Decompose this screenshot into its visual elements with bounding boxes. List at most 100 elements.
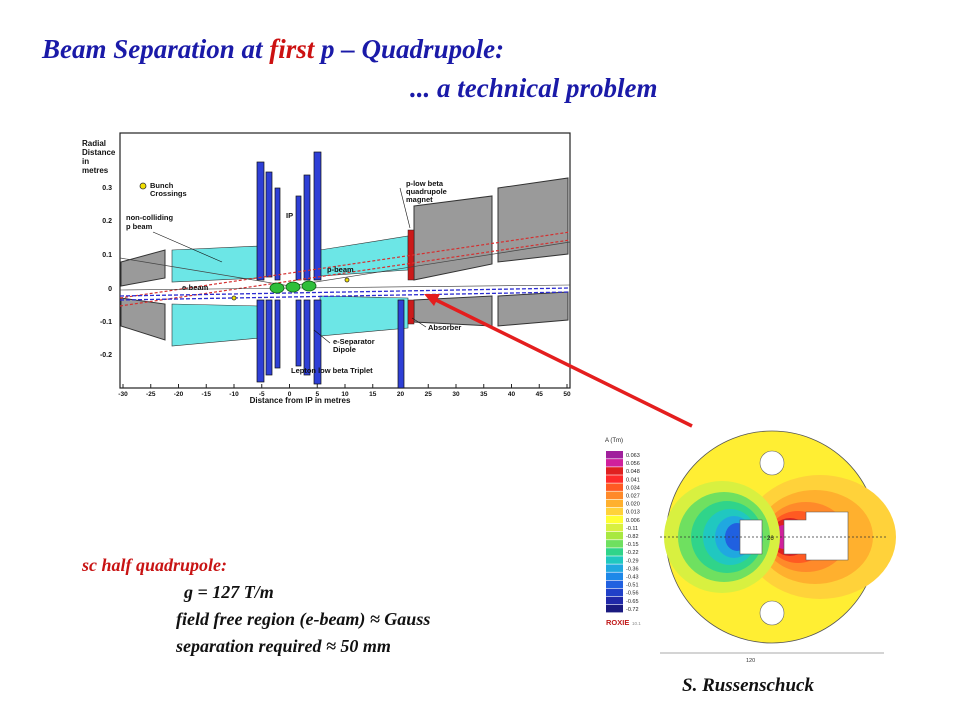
legend-swatch [606, 491, 623, 499]
legend-swatch [606, 499, 623, 508]
legend-value: 0.056 [626, 461, 640, 467]
y-axis-title-line-1: Radial [82, 139, 106, 148]
x-tick-label: 20 [397, 391, 405, 398]
notes-field-free: field free region (e-beam) ≈ Gauss [176, 609, 431, 629]
notes-gradient: g = 127 T/m [184, 582, 274, 602]
legend-value: -0.51 [626, 583, 639, 589]
label-non-colliding-2: p beam [126, 222, 153, 231]
legend-swatch [606, 523, 623, 532]
legend-value: -0.72 [626, 607, 639, 613]
label-p-beam: p-beam [327, 265, 354, 274]
label-e-beam: e-beam [182, 283, 209, 292]
legend-swatch [606, 483, 623, 491]
legend-value: -0.56 [626, 591, 639, 597]
x-tick-label: -15 [202, 391, 212, 398]
upper-beam-pipe-left [171, 245, 261, 283]
legend-swatch [606, 556, 623, 564]
legend-value: -0.65 [626, 599, 639, 605]
dim-inner: 26 [767, 536, 774, 542]
slide-subtitle: ... a technical problem [410, 73, 658, 103]
legend-value: -0.11 [626, 526, 638, 532]
legend-swatch [606, 604, 623, 613]
notes-separation: separation required ≈ 50 mm [176, 636, 391, 656]
label-non-colliding-1: non-colliding [126, 213, 173, 222]
legend-value: 0.006 [626, 518, 640, 524]
label-absorber: Absorber [428, 323, 461, 332]
beam-lines [119, 231, 571, 307]
roxie-version: 10.1 [632, 621, 641, 626]
y-axis-title-line-3: in [82, 157, 89, 166]
absorber-lower [407, 299, 415, 325]
legend-swatch [606, 451, 623, 459]
author-credit: S. Russenschuck [682, 675, 814, 696]
legend-swatch [606, 572, 623, 580]
field-map-unit: A (Tm) [605, 438, 623, 444]
legend-swatch [606, 532, 623, 540]
dim-scale: 120 [746, 658, 755, 664]
legend-value: 0.063 [626, 453, 640, 459]
label-quad-3: magnet [406, 195, 433, 204]
x-tick-label: 30 [452, 391, 460, 398]
legend-swatch [606, 564, 623, 572]
x-tick-label: 50 [563, 391, 571, 398]
bunch-crossings [139, 182, 350, 301]
legend-swatch [606, 588, 623, 597]
legend-value: -0.36 [626, 566, 639, 572]
y-tick-label: -0.2 [100, 352, 112, 359]
legend-value: 0.034 [626, 485, 640, 491]
y-axis-title-line-2: Distance [82, 148, 116, 157]
y-tick-label: 0.3 [102, 185, 112, 192]
x-tick-label: 5 [315, 391, 319, 398]
pointer-arrow [424, 294, 693, 428]
left-upper-shield [120, 249, 166, 287]
legend-value: 0.013 [626, 510, 640, 516]
slide-title: Beam Separation at first p – Quadrupole: [42, 34, 505, 64]
legend-swatch [606, 475, 623, 483]
legend-swatch [606, 580, 623, 589]
legend-value: -0.15 [626, 542, 639, 548]
field-map-legend: 0.063 0.056 0.048 0.041 0.034 0.027 0.020 0.013… [606, 451, 640, 613]
x-tick-label: -25 [146, 391, 156, 398]
legend-swatch [606, 548, 623, 556]
x-tick-label: 0 [288, 391, 292, 398]
x-tick-label: -5 [259, 391, 265, 398]
x-tick-label: -10 [229, 391, 239, 398]
y-tick-label: -0.1 [100, 319, 112, 326]
y-tick-label: 0.1 [102, 252, 112, 259]
title-highlight: first [269, 34, 315, 64]
legend-value: 0.041 [626, 477, 640, 483]
legend-value: -0.22 [626, 550, 639, 556]
label-leaders [152, 187, 427, 344]
legend-value: -0.29 [626, 558, 639, 564]
legend-value: 0.020 [626, 502, 640, 508]
legend-swatch [606, 596, 623, 605]
legend-swatch [606, 459, 623, 467]
x-tick-label: 40 [508, 391, 516, 398]
legend-value: -0.43 [626, 575, 639, 581]
label-ip: IP [286, 211, 293, 220]
legend-swatch [606, 540, 623, 548]
notes-heading: sc half quadrupole: [82, 555, 228, 575]
x-tick-label: 15 [369, 391, 377, 398]
label-bunch-crossings-1: Bunch [150, 181, 174, 190]
legend-value: 0.027 [626, 494, 640, 500]
legend-swatch [606, 467, 623, 475]
far-right-lower [497, 291, 569, 327]
y-tick-label: 0.2 [102, 218, 112, 225]
label-separator-1: e-Separator [333, 337, 375, 346]
x-tick-label: 10 [341, 391, 349, 398]
label-bunch-crossings-2: Crossings [150, 189, 187, 198]
lepton-triplet-magnets [256, 151, 405, 389]
far-right-upper [497, 177, 569, 263]
label-quad-1: p-low beta [406, 179, 444, 188]
y-axis-title-line-4: metres [82, 166, 109, 175]
legend-swatch [606, 507, 623, 516]
x-tick-label: 25 [425, 391, 433, 398]
y-tick-label: 0 [108, 286, 112, 293]
legend-value: 0.048 [626, 469, 640, 475]
quadrupole-cross-section: 26 120 [660, 430, 896, 664]
x-tick-label: 45 [536, 391, 544, 398]
label-triplet: Lepton low beta Triplet [291, 366, 373, 375]
